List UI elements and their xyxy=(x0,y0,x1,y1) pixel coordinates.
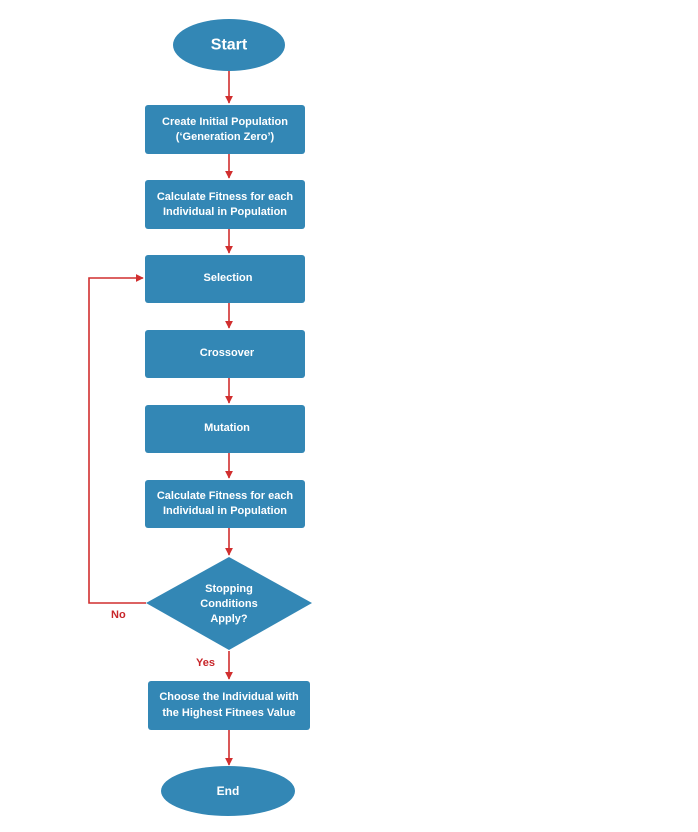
crossover-box xyxy=(145,330,305,378)
start-terminator-shape xyxy=(173,19,285,71)
selection-box xyxy=(145,255,305,303)
end-terminator-shape xyxy=(161,766,295,816)
node-mutation: Mutation xyxy=(145,405,305,453)
calc-fitness-2-box xyxy=(145,480,305,528)
node-stopping-conditions-line1: Stopping xyxy=(205,583,253,595)
choose-individual-box xyxy=(148,681,310,730)
node-choose-individual: Choose the Individual with the Highest F… xyxy=(148,681,310,730)
node-choose-individual-line2: the Highest Fitnees Value xyxy=(162,707,295,719)
node-calc-fitness-1-line1: Calculate Fitness for each xyxy=(157,191,294,203)
create-population-box xyxy=(145,105,305,154)
node-mutation-label: Mutation xyxy=(204,422,250,434)
node-calc-fitness-1: Calculate Fitness for each Individual in… xyxy=(145,180,305,229)
decision-diamond-shape xyxy=(146,557,312,650)
node-stopping-conditions-line2: Conditions xyxy=(200,598,257,610)
node-calc-fitness-1-line2: Individual in Population xyxy=(163,206,287,218)
node-crossover-label: Crossover xyxy=(200,347,255,359)
mutation-box xyxy=(145,405,305,453)
node-selection: Selection xyxy=(145,255,305,303)
edge-label-no: No xyxy=(111,609,126,621)
calc-fitness-1-box xyxy=(145,180,305,229)
node-crossover: Crossover xyxy=(145,330,305,378)
node-create-population-line1: Create Initial Population xyxy=(162,116,288,128)
node-stopping-conditions: Stopping Conditions Apply? xyxy=(146,557,312,650)
node-start-label: Start xyxy=(211,37,248,54)
edge-no-loop-to-selection xyxy=(88,274,146,604)
node-calc-fitness-2-line1: Calculate Fitness for each xyxy=(157,490,294,502)
node-stopping-conditions-line3: Apply? xyxy=(210,613,248,625)
node-calc-fitness-2: Calculate Fitness for each Individual in… xyxy=(145,480,305,528)
node-selection-label: Selection xyxy=(204,272,253,284)
node-choose-individual-line1: Choose the Individual with xyxy=(159,691,299,703)
edge-label-yes: Yes xyxy=(196,657,215,669)
node-create-population-line2: (‘Generation Zero’) xyxy=(176,131,275,143)
node-create-population: Create Initial Population (‘Generation Z… xyxy=(145,105,305,154)
node-end-label: End xyxy=(217,784,240,798)
node-calc-fitness-2-line2: Individual in Population xyxy=(163,505,287,517)
node-start: Start xyxy=(173,19,285,71)
node-end: End xyxy=(161,766,295,816)
